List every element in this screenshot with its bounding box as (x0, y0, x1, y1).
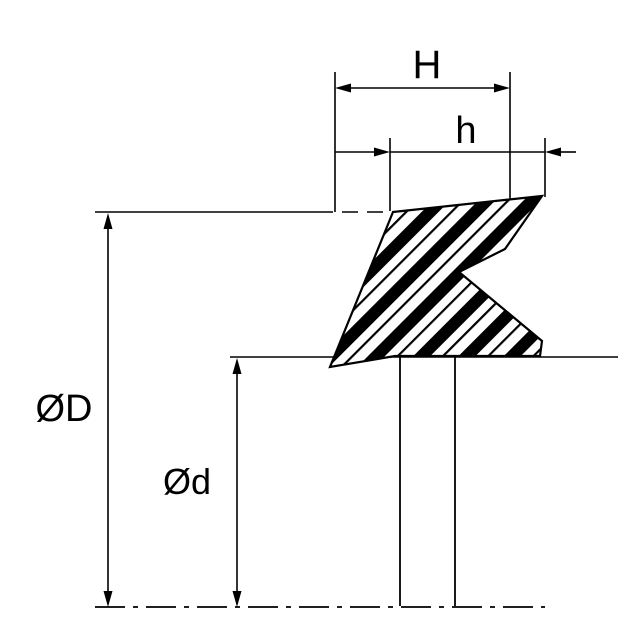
dim-label-h: h (455, 110, 476, 152)
dim-label-OD: ØD (36, 388, 93, 430)
rod-lines (399, 357, 456, 606)
arrowhead-down-icon (232, 591, 242, 607)
arrowhead-left-icon (374, 147, 390, 157)
dimension-Od: Ød (163, 358, 242, 607)
dim-label-Od: Ød (163, 461, 211, 502)
arrowhead-right-icon (494, 83, 510, 93)
arrowhead-down-icon (103, 591, 113, 607)
seal-profile (328, 194, 545, 369)
arrowhead-up-icon (232, 358, 242, 374)
dimension-H: H (334, 43, 511, 212)
dimension-OD: ØD (36, 213, 113, 607)
arrowhead-up-icon (103, 213, 113, 229)
arrowhead-right-icon (545, 147, 561, 157)
arrowhead-left-icon (335, 83, 351, 93)
dim-label-H: H (413, 43, 442, 87)
seal-body-hatched (328, 194, 545, 369)
dimension-h: h (335, 110, 576, 211)
